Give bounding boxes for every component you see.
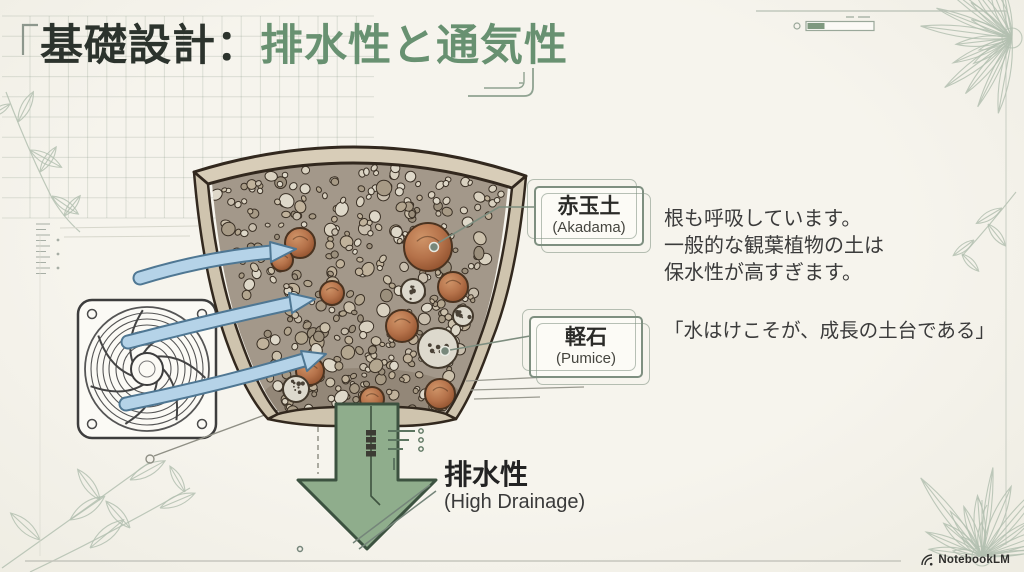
body-line-2: 一般的な観葉植物の土は	[664, 235, 884, 257]
body-quote: 「水はけこそが、成長の土台である」	[664, 320, 995, 342]
pot-cross-section	[192, 145, 528, 428]
corner-bracket-top-left	[21, 23, 38, 55]
drainage-arrow-icon	[296, 402, 438, 551]
pumice-callout-line	[439, 335, 531, 357]
ruler-tick-marks	[36, 223, 60, 274]
airflow-arrows-icon	[118, 241, 327, 412]
soil-substrate-pebbles	[212, 163, 505, 413]
pumice-label: 軽石 (Pumice)	[529, 316, 643, 378]
drainage-label-jp: 排水性	[444, 459, 529, 490]
akadama-label-jp: 赤玉土	[557, 195, 621, 219]
notebooklm-logo-icon	[921, 554, 933, 566]
drainage-label: 排水性 (High Drainage)	[444, 459, 585, 514]
brand-name: NotebookLM	[938, 554, 1010, 566]
pumice-label-en: (Pumice)	[555, 349, 616, 367]
top-right-rule-lines	[756, 10, 1007, 545]
pumice-label-jp: 軽石	[565, 326, 607, 350]
body-line-3: 保水性が高すぎます。	[664, 262, 862, 284]
akadama-label-en: (Akadama)	[552, 218, 626, 236]
title-highlight: 排水性と通気性	[260, 22, 568, 70]
title-end-bracket	[468, 68, 534, 97]
title-prefix: 基礎設計：	[40, 22, 260, 70]
decor-dot-icon	[793, 22, 801, 30]
page-title: 基礎設計：排水性と通気性	[40, 22, 568, 71]
akadama-callout-line	[428, 206, 534, 253]
drainage-label-en: (High Drainage)	[444, 491, 586, 514]
decor-progress-bar	[805, 20, 875, 32]
akadama-label: 赤玉土 (Akadama)	[534, 186, 644, 246]
sketch-guide-lines	[39, 225, 199, 556]
body-text: 根も呼吸しています。 一般的な観葉植物の土は 保水性が高すぎます。 「水はけこそ…	[664, 206, 1014, 345]
technical-doodles	[296, 376, 585, 553]
akadama-and-pumice-stones	[270, 222, 474, 412]
body-line-1: 根も呼吸しています。	[664, 208, 862, 230]
fan-callout-line	[145, 408, 282, 464]
footer: NotebookLM	[920, 553, 1010, 567]
